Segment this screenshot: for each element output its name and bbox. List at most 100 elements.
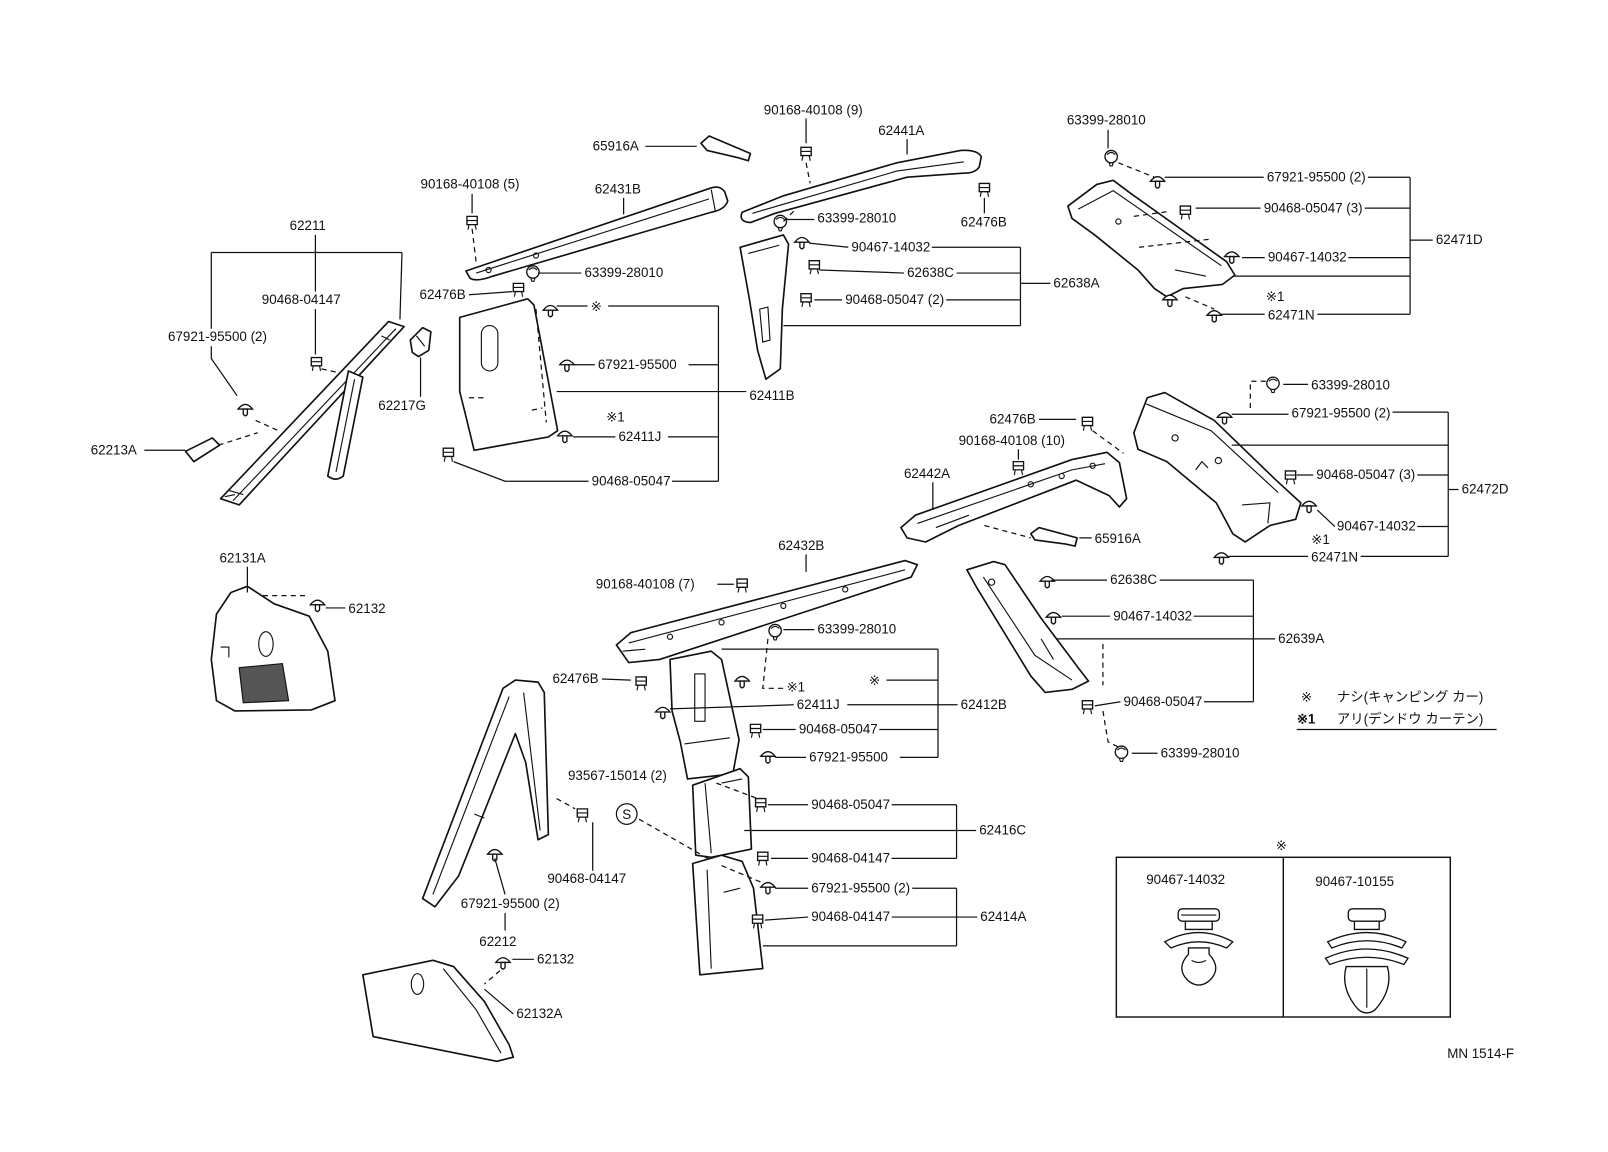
retainer-clip-icon [736,578,748,594]
push-clip-icon [1266,376,1280,394]
leader-lines [144,118,1459,1015]
part-number-label: 90468-04147 [811,909,890,924]
inset-left-part-number: 90467-14032 [1146,872,1225,887]
retainer-clip-icon [978,182,991,198]
part-number-label: 62471N [1311,550,1358,565]
part-number-label: 62412B [961,697,1007,712]
part-62211-front-pillar-garnish [219,320,405,506]
part-number-label: 62638A [1053,275,1099,290]
part-number-label: 62132A [516,1006,562,1021]
part-number-label: 67921-95500 (2) [1292,405,1391,420]
part-number-label: 62639A [1278,631,1324,646]
note-mark-label: ※ [591,299,602,314]
part-number-label: 62471N [1268,307,1315,322]
retainer-clip-icon [749,723,762,739]
pin-clip-icon [760,881,776,895]
pin-clip-icon [760,751,776,764]
part-number-label: 62131A [220,551,266,566]
part-number-label: 62442A [904,466,950,481]
retainer-clip-icon [442,447,455,463]
part-number-label: 63399-28010 [817,622,896,637]
part-62412B-center-pillar-lower-garnish [669,650,740,780]
pin-clip-icon [1045,611,1062,625]
part-62213A-pad [184,437,221,463]
part-62414A-garnish [691,854,764,976]
retainer-clip-icon [756,851,769,867]
part-number-label: 90467-14032 [1268,250,1347,265]
part-number-label: 67921-95500 [598,357,677,372]
part-number-label: 62411J [797,697,840,712]
legend-mark: ※ [1301,690,1312,705]
push-clip-icon [773,214,788,232]
note-mark-label: ※ [869,673,880,688]
part-number-label: 62638C [1110,572,1157,587]
part-number-label: 62211 [290,218,326,233]
part-number-label: 67921-95500 (2) [168,329,267,344]
note-mark-label: ※1 [606,409,625,424]
legend-text: ナシ(キャンピング カー) [1337,690,1483,705]
part-number-label: 90468-05047 [1124,694,1203,709]
part-number-label: 62411B [749,388,794,403]
part-62442A-roof-side-garnish [900,451,1128,543]
inset-mark: ※ [1276,838,1287,853]
part-number-label: 90468-04147 [262,292,341,307]
note-mark-label: ※1 [1311,532,1330,547]
part-62431B-roof-side-garnish [465,186,729,281]
legend: ※ ナシ(キャンピング カー) ※1 アリ(デンドウ カーテン) [1296,690,1497,731]
pin-clip-icon [309,599,326,613]
part-number-label: 62432B [778,538,824,553]
part-number-label: 67921-95500 (2) [811,880,910,895]
part-number-label: 90467-14032 [1337,519,1416,534]
part-number-label: 90468-05047 (2) [845,292,944,307]
part-65916A-bracket-middle [1029,526,1078,547]
part-number-label: 62476B [990,412,1036,427]
note-mark-label: ※1 [786,679,805,694]
pin-clip-icon [556,430,573,444]
retainer-clip-icon [808,260,821,275]
part-62416C-garnish [691,767,753,859]
retainer-clip-icon [310,356,323,372]
part-number-label: 93567-15014 (2) [568,768,667,783]
part-number-label: 90168-40108 (9) [764,102,863,117]
part-number-label: 63399-28010 [1161,745,1240,760]
part-number-label: 62441A [878,123,924,138]
pin-clip-icon [559,359,575,373]
pin-clip-icon [654,706,671,720]
push-clip-icon [1104,149,1119,167]
pin-clip-icon [1039,575,1056,589]
part-62441A-roof-side-garnish [740,149,983,224]
part-number-label: 62217G [378,398,426,413]
part-number-label: 63399-28010 [584,265,663,280]
retainer-clip-icon [800,292,812,308]
pin-clip-icon [1301,500,1317,514]
part-number-label: 62411J [618,429,661,444]
pin-clip-icon [734,675,751,689]
part-62131A-quarter-panel [210,585,336,712]
part-number-label: 90168-40108 (7) [596,576,695,591]
part-number-label: 90468-05047 (3) [1316,467,1415,482]
retainer-clip-icon [576,808,589,823]
part-number-label: 62416C [979,823,1026,838]
push-clip-icon [526,265,540,282]
part-number-label: 62476B [961,215,1007,230]
part-number-label: 67921-95500 [809,749,888,764]
legend-mark: ※1 [1297,711,1316,726]
part-number-label: 67921-95500 (2) [461,896,560,911]
part-62212-front-pillar-garnish [421,679,550,908]
callout-labels: 90168-40108 (9) 62441A 65916A 63399-2801… [91,102,1509,1021]
part-number-label: 63399-28010 [1067,113,1146,128]
part-number-label: 90467-14032 [851,239,930,254]
part-number-label: 63399-28010 [817,211,896,226]
part-number-label: 62472D [1462,482,1509,497]
part-number-label: 62476B [552,671,598,686]
retainer-clip-icon [466,215,478,231]
part-number-label: 65916A [593,138,639,153]
part-62472D-rear-pillar-garnish [1133,391,1302,543]
clip-90467-10155-icon [1324,908,1410,1014]
note-mark-label: ※1 [1266,289,1285,304]
retainer-clip-icon [1012,460,1025,476]
part-number-label: 90468-05047 [811,797,890,812]
pin-clip-icon [237,403,254,417]
inset-right-part-number: 90467-10155 [1315,874,1394,889]
